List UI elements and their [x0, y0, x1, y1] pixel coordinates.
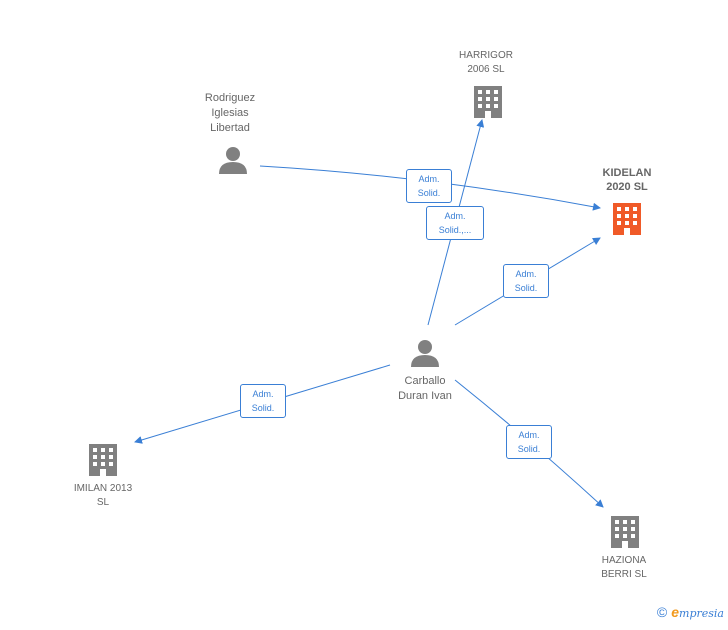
edge-label-carballo-imilan[interactable]: Adm. Solid.	[240, 384, 286, 418]
copyright-icon: ©	[656, 604, 668, 620]
brand-logo: empresia	[671, 604, 724, 620]
edge-label-carballo-harrigor[interactable]: Adm. Solid.,...	[426, 206, 484, 240]
person-icon	[219, 147, 247, 174]
building-icon	[611, 516, 639, 548]
brand-footer[interactable]: © empresia	[657, 604, 724, 620]
building-icon	[474, 86, 502, 118]
node-label-rodriguez[interactable]: Rodriguez Iglesias Libertad	[204, 92, 256, 134]
node-label-haziona[interactable]: HAZIONA BERRI SL	[601, 555, 647, 580]
person-icon	[411, 340, 439, 367]
building-icon	[89, 444, 117, 476]
edge-label-carballo-kidelan[interactable]: Adm. Solid.	[503, 264, 549, 298]
node-label-imilan[interactable]: IMILAN 2013 SL	[73, 483, 133, 508]
node-label-carballo[interactable]: Carballo Duran Ivan	[398, 375, 452, 402]
node-label-kidelan[interactable]: KIDELAN 2020 SL	[602, 167, 652, 193]
edge-label-carballo-haziona[interactable]: Adm. Solid.	[506, 425, 552, 459]
building-icon	[613, 203, 641, 235]
edge-label-rodriguez-kidelan[interactable]: Adm. Solid.	[406, 169, 452, 203]
node-label-harrigor[interactable]: HARRIGOR 2006 SL	[459, 50, 513, 75]
